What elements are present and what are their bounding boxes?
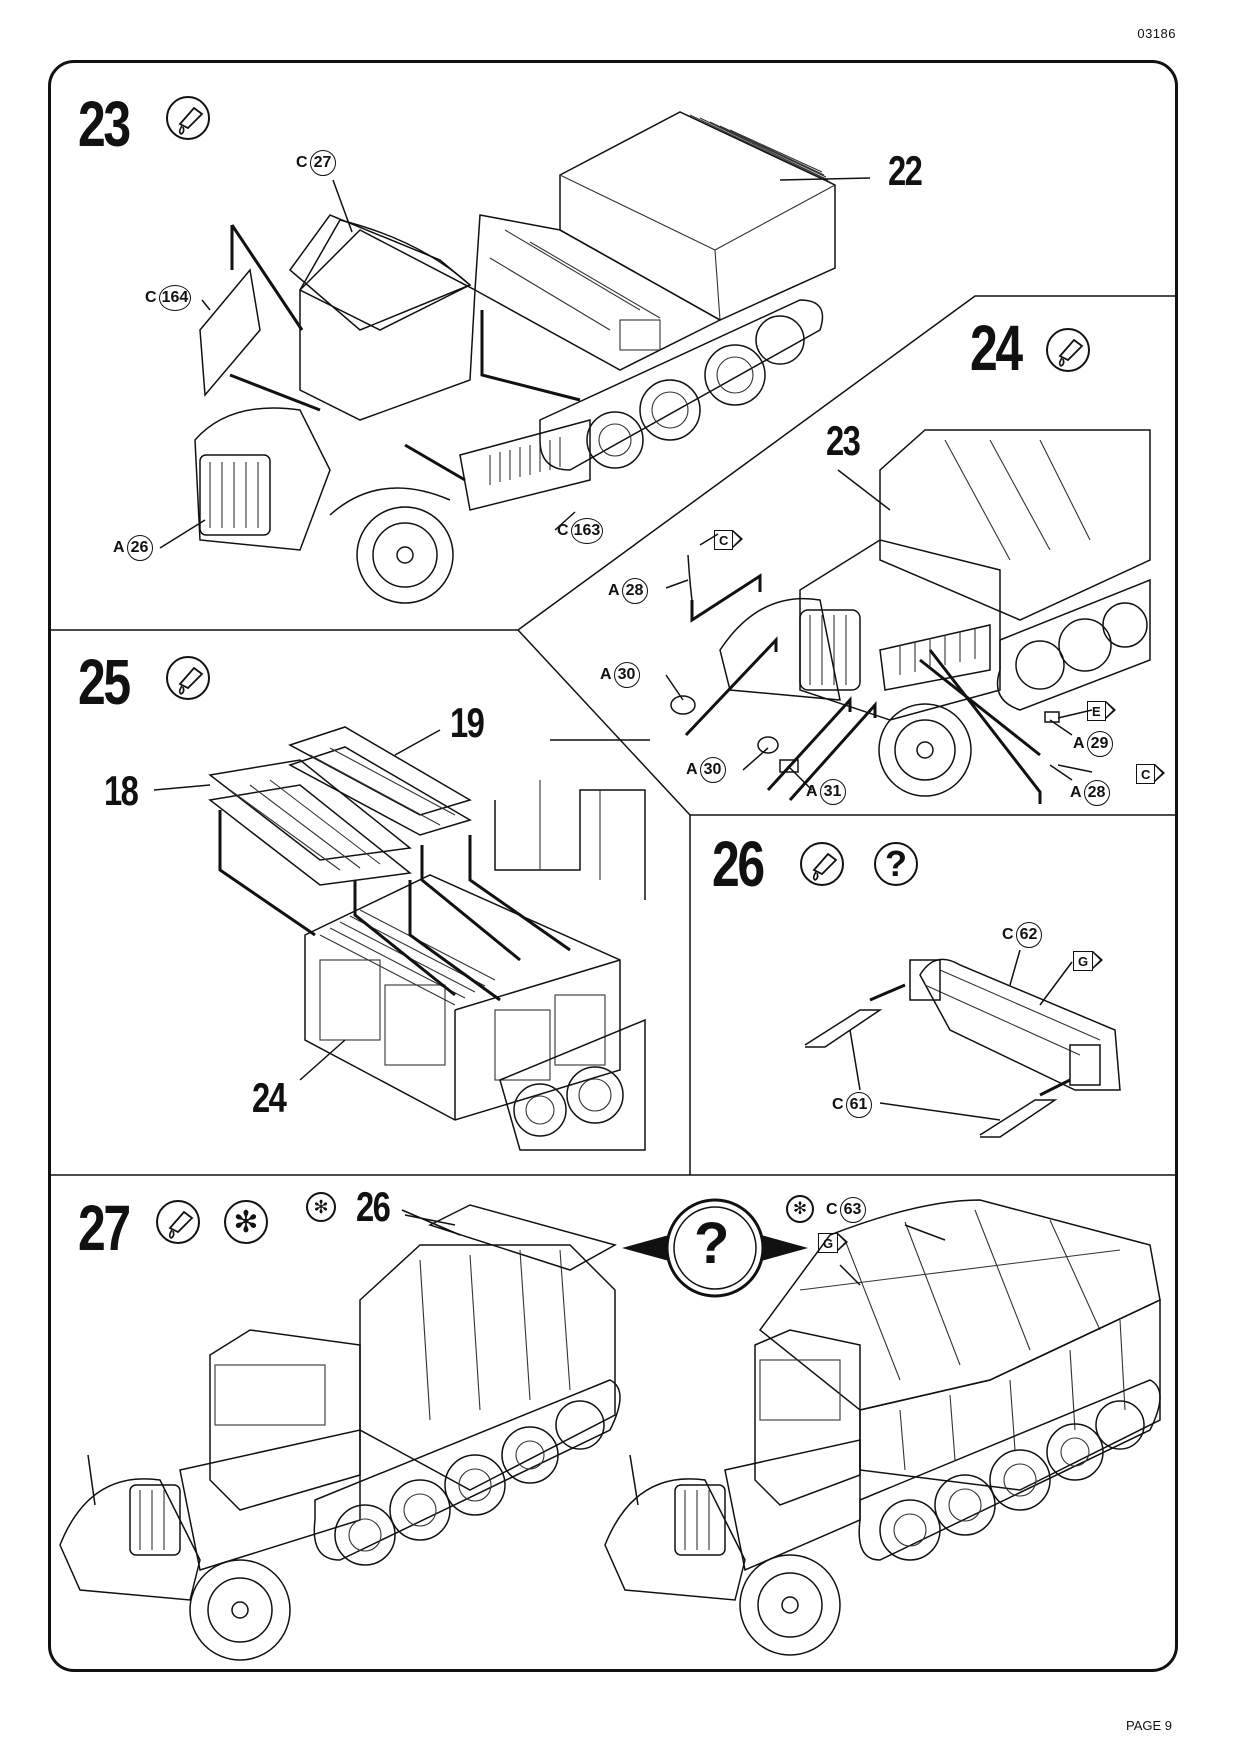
question-mark-icon: ?: [694, 1211, 730, 1276]
step-26-number: 26: [712, 828, 765, 900]
glue-tube-icon: [1046, 328, 1090, 372]
flag-g: G: [1073, 951, 1104, 971]
glue-tube-icon: [156, 1200, 200, 1244]
glue-tube-icon: [166, 656, 210, 700]
step27-halftrack-open-drawing: [59, 1204, 621, 1661]
glue-tube-icon: [166, 96, 210, 140]
callout-24: 24: [252, 1074, 287, 1121]
document-code: 03186: [1137, 26, 1176, 41]
paint-asterisk-icon: ✻: [224, 1200, 268, 1244]
callout-22: 22: [888, 147, 923, 194]
step26-frame-parts-drawing: [804, 958, 1121, 1138]
step-27-number: 27: [78, 1192, 131, 1264]
paint-asterisk-icon-small: ✻: [786, 1195, 814, 1223]
question-mark-icon: ?: [874, 842, 918, 886]
flag-g-2: G: [818, 1233, 849, 1253]
flag-c-2: C: [1136, 764, 1166, 784]
callout-23: 23: [826, 417, 861, 464]
alternative-double-arrow: [622, 1198, 808, 1298]
flag-c: C: [714, 530, 744, 550]
step25-rear-racks-drawing: [208, 726, 650, 1151]
flag-e: E: [1087, 701, 1116, 721]
step-25-number: 25: [78, 646, 131, 718]
page-number: PAGE 9: [1125, 1718, 1172, 1733]
step-24-number: 24: [970, 312, 1023, 384]
callout-18: 18: [104, 767, 139, 814]
step23-halftrack-drawing: [194, 111, 836, 604]
step27-halftrack-covered-drawing: [604, 1199, 1161, 1656]
step24-halftrack-front-drawing: [670, 429, 1151, 804]
instruction-frame: [48, 60, 1178, 1672]
step-23-number: 23: [78, 88, 131, 160]
callout-19: 19: [450, 699, 485, 746]
paint-asterisk-icon-small: ✻: [306, 1192, 336, 1222]
glue-tube-icon: [800, 842, 844, 886]
callout-26: 26: [356, 1183, 391, 1230]
